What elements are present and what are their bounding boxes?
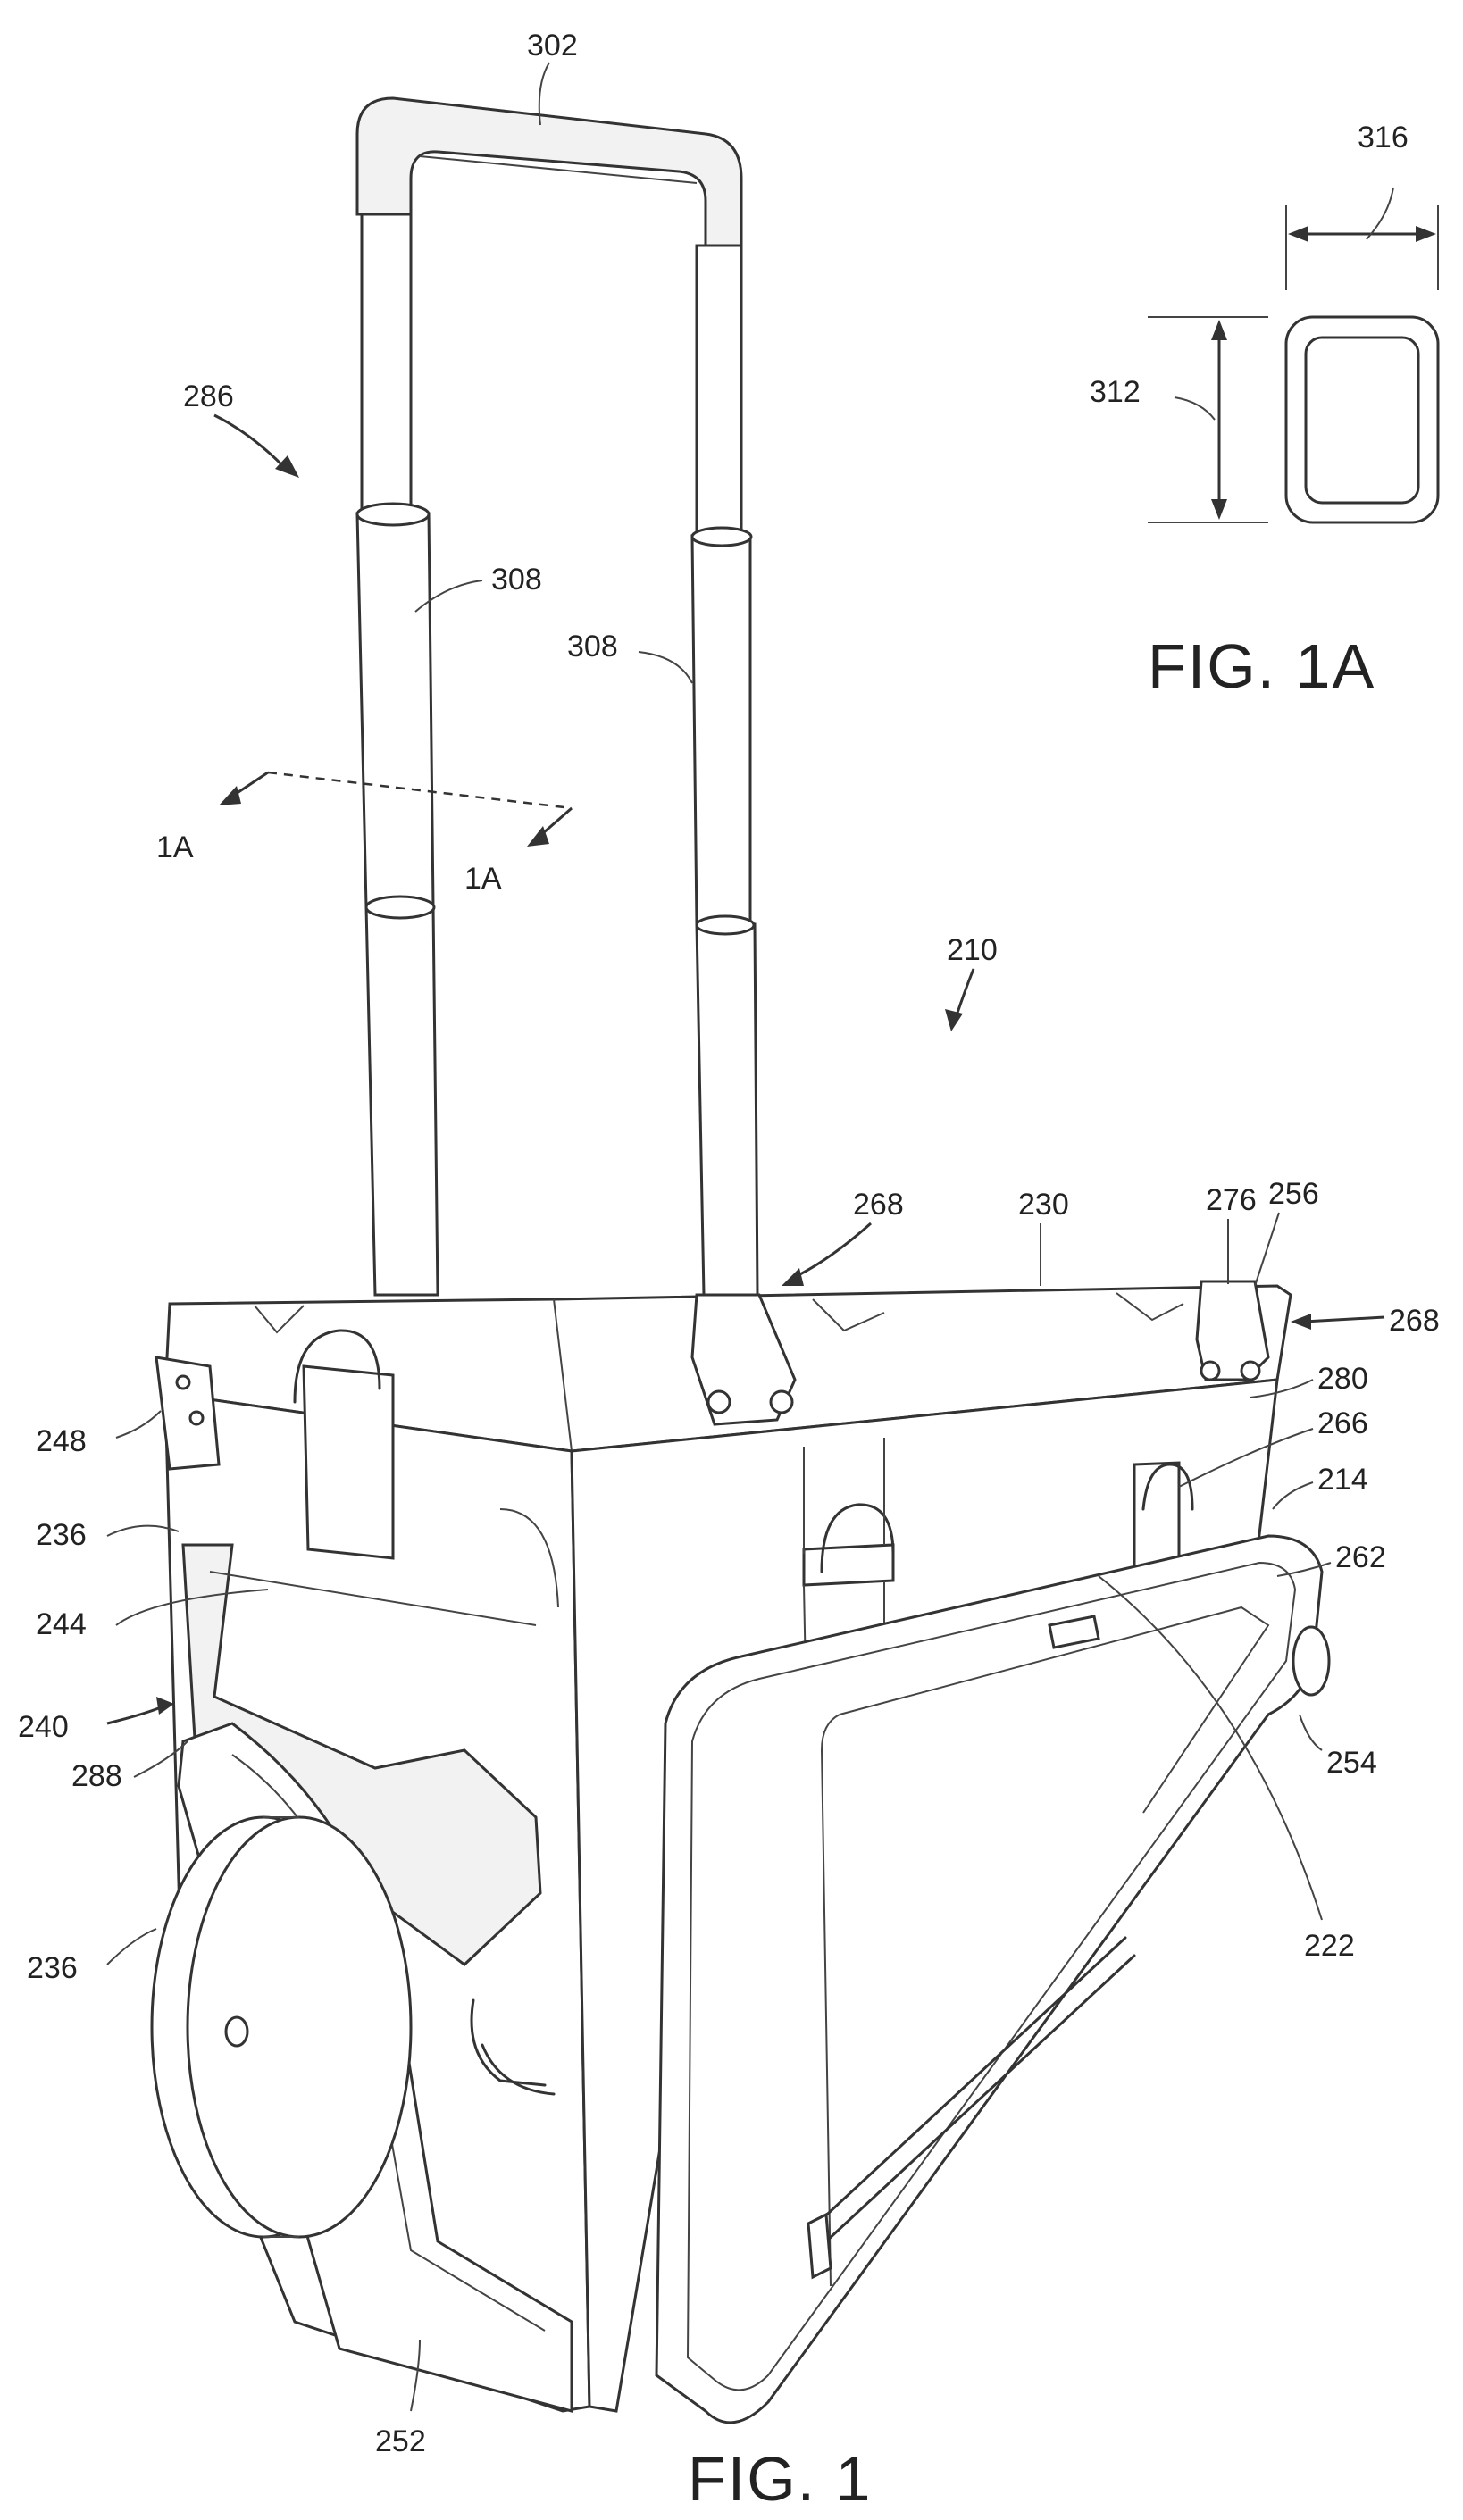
ref-214: 214 — [1317, 1463, 1368, 1497]
ref-288: 288 — [71, 1759, 122, 1793]
right-middle-tube — [692, 536, 750, 924]
left-middle-tube — [357, 513, 433, 906]
caption-fig-1a: FIG. 1A — [1148, 631, 1375, 701]
pouch-body — [656, 1536, 1322, 2423]
ref-254: 254 — [1326, 1746, 1377, 1780]
ref-230: 230 — [1018, 1188, 1069, 1222]
telescoping-handle — [357, 98, 757, 1295]
ref-252: 252 — [375, 2424, 426, 2458]
ref-244: 244 — [36, 1607, 87, 1641]
ref-316: 316 — [1358, 121, 1409, 154]
ref-308-left: 308 — [491, 563, 542, 597]
fig1a-section — [1148, 205, 1438, 522]
ref-1a-right: 1A — [464, 862, 502, 896]
left-upper-tube — [362, 214, 411, 513]
ref-248: 248 — [36, 1424, 87, 1458]
right-lower-tube — [697, 924, 757, 1295]
side-pouch — [656, 1536, 1329, 2423]
right-upper-tube — [697, 246, 741, 536]
ref-256: 256 — [1268, 1177, 1319, 1211]
ref-210: 210 — [947, 933, 998, 967]
ref-276: 276 — [1206, 1183, 1257, 1217]
ref-1a-left: 1A — [156, 830, 194, 864]
wheel — [152, 1817, 411, 2237]
ref-236-upper: 236 — [36, 1518, 87, 1552]
ref-268-right: 268 — [1389, 1304, 1440, 1338]
ref-222: 222 — [1304, 1929, 1355, 1963]
ref-236-wheel: 236 — [27, 1951, 78, 1985]
ref-266: 266 — [1317, 1406, 1368, 1440]
handle-grip — [357, 98, 741, 246]
ref-302: 302 — [527, 29, 578, 63]
left-lower-tube — [366, 906, 438, 1295]
ref-286: 286 — [183, 380, 234, 413]
ref-280: 280 — [1317, 1362, 1368, 1396]
caption-fig-1: FIG. 1 — [688, 2444, 872, 2514]
ref-268-top: 268 — [853, 1188, 904, 1222]
ref-240: 240 — [18, 1710, 69, 1744]
ref-308-right: 308 — [567, 630, 618, 663]
ref-312: 312 — [1090, 375, 1141, 409]
ref-262: 262 — [1335, 1540, 1386, 1574]
